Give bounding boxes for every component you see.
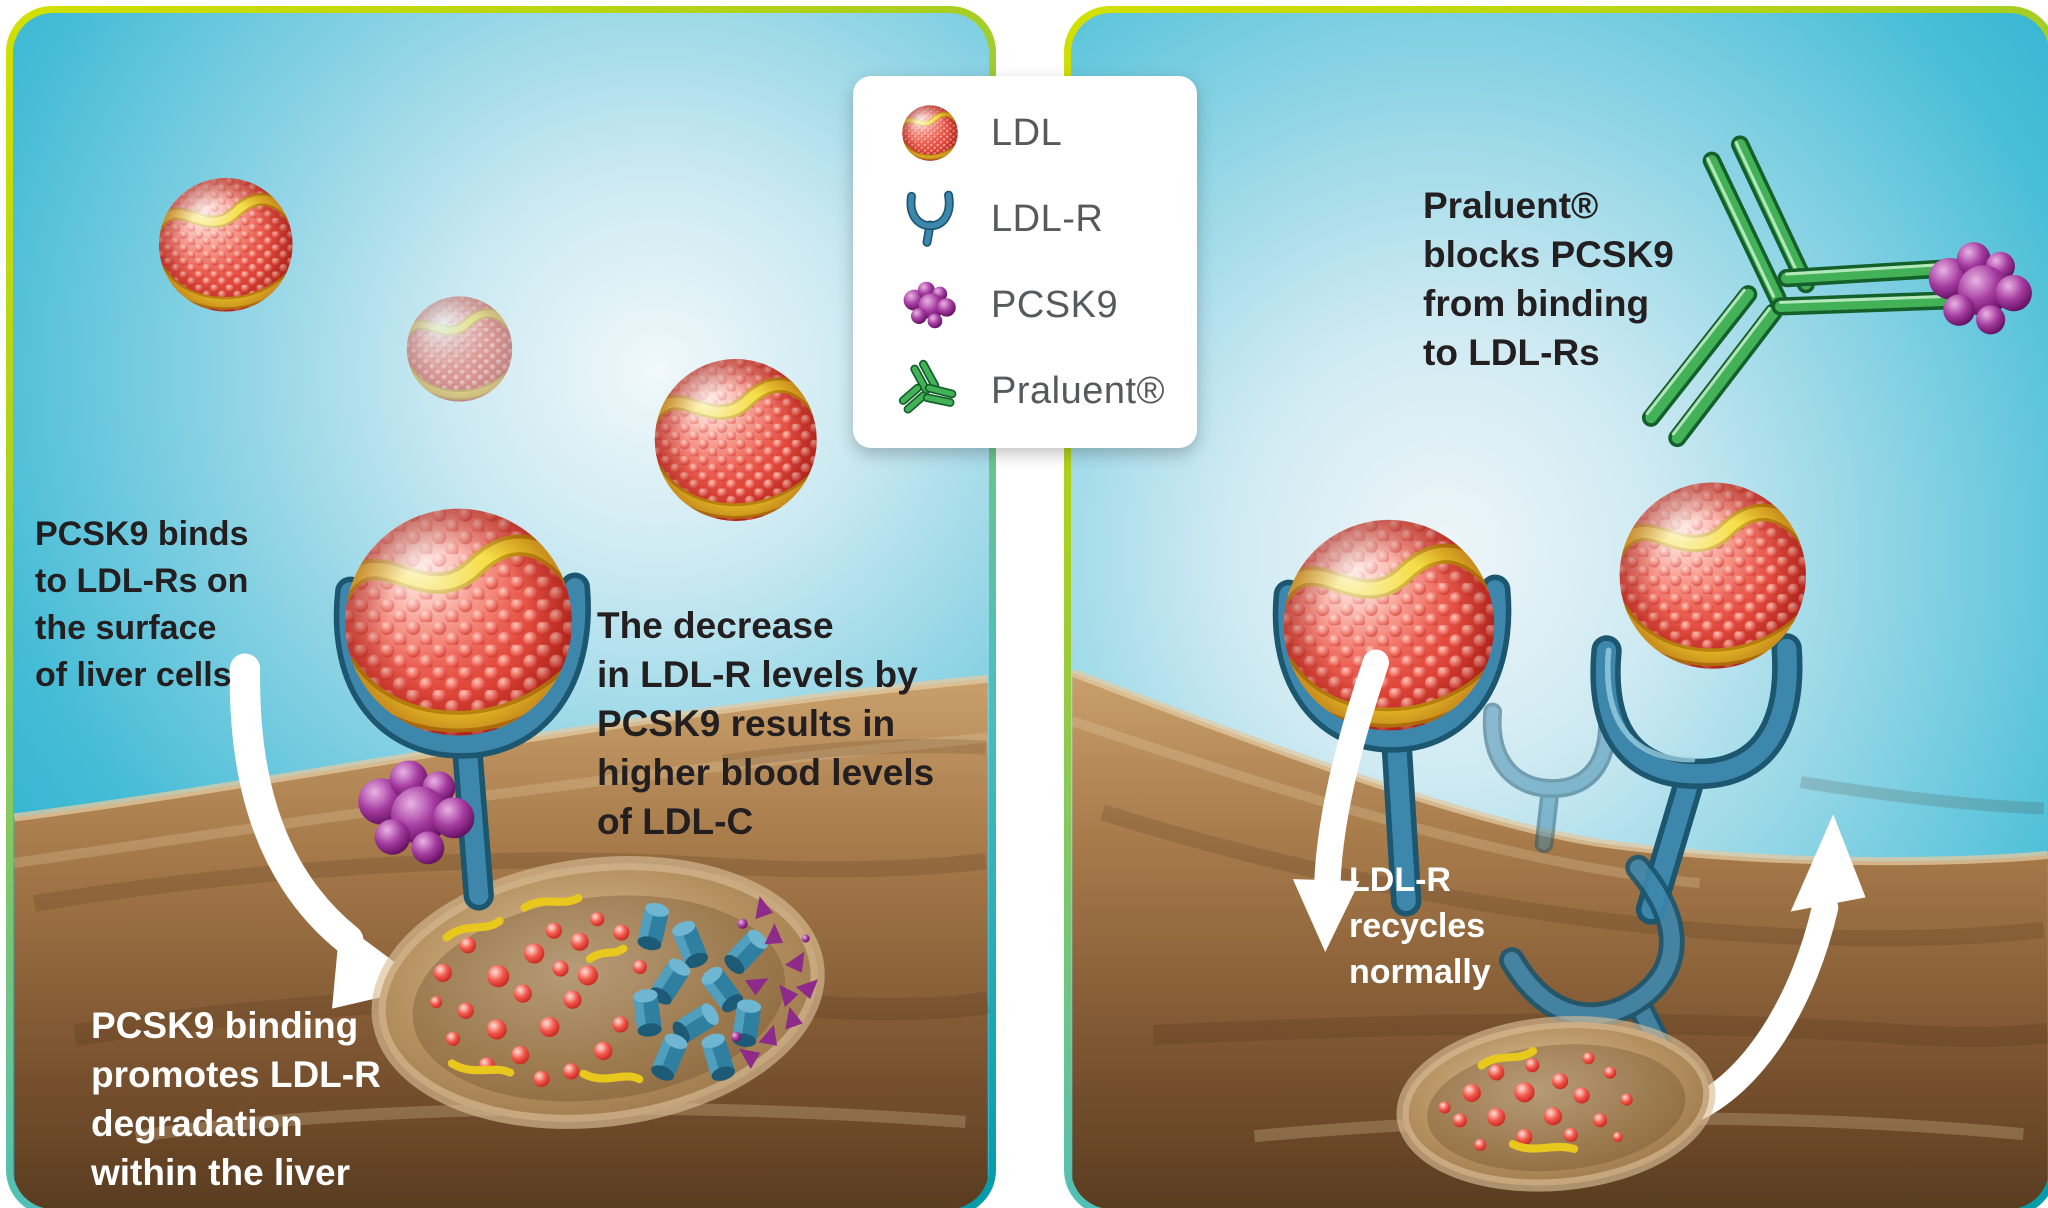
ldl-particle — [156, 178, 295, 312]
annotation-degradation: PCSK9 binding promotes LDL-R degradation… — [91, 1005, 381, 1193]
ldl-receptor-icon — [895, 184, 965, 254]
legend-label: Praluent® — [991, 369, 1166, 412]
released-ldl-fragments — [1438, 1046, 1633, 1153]
degraded-pcsk9-fragments — [731, 894, 825, 1069]
degraded-ldl-fragments — [430, 893, 647, 1088]
legend-item-ldl: LDL — [895, 97, 1197, 169]
degradation-vesicle — [371, 856, 825, 1129]
annotation-recycles: LDL-R recycles normally — [1349, 861, 1491, 991]
ldl-particle-faded — [405, 296, 514, 401]
legend-item-ldl-r: LDL-R — [895, 183, 1197, 255]
ldl-receptor-faded — [1482, 700, 1617, 854]
left-panel-scene — [13, 13, 989, 1208]
legend-item-pcsk9: PCSK9 — [895, 269, 1197, 341]
pcsk9-icon — [895, 270, 965, 340]
ldl-icon — [895, 98, 965, 168]
pcsk9-cluster-blocked — [1928, 242, 2032, 335]
praluent-antibody — [1641, 135, 2032, 448]
annotation-ldl-decrease: The decrease in LDL-R levels by PCSK9 re… — [597, 605, 935, 842]
arrow-internalize — [1292, 649, 1389, 952]
endosome-vesicle — [1396, 1015, 1716, 1192]
legend-label: LDL — [991, 111, 1063, 154]
praluent-antibody-icon — [895, 356, 965, 426]
legend-box: LDL LDL-R PCSK9 — [853, 76, 1197, 448]
legend-item-praluent: Praluent® — [895, 355, 1197, 427]
right-panel-scene — [1071, 135, 2048, 1208]
right-panel: Praluent® blocks PCSK9 from binding to L… — [1071, 13, 2048, 1208]
left-panel-frame: PCSK9 binds to LDL-Rs on the surface of … — [6, 6, 996, 1208]
annotation-pcsk9-binds: PCSK9 binds to LDL-Rs on the surface of … — [35, 515, 249, 694]
right-panel-frame: Praluent® blocks PCSK9 from binding to L… — [1064, 6, 2048, 1208]
legend-label: PCSK9 — [991, 283, 1119, 326]
left-panel: PCSK9 binds to LDL-Rs on the surface of … — [13, 13, 989, 1208]
legend-label: LDL-R — [991, 197, 1104, 240]
ldl-particle — [652, 359, 820, 521]
annotation-praluent-blocks: Praluent® blocks PCSK9 from binding to L… — [1423, 185, 1674, 373]
